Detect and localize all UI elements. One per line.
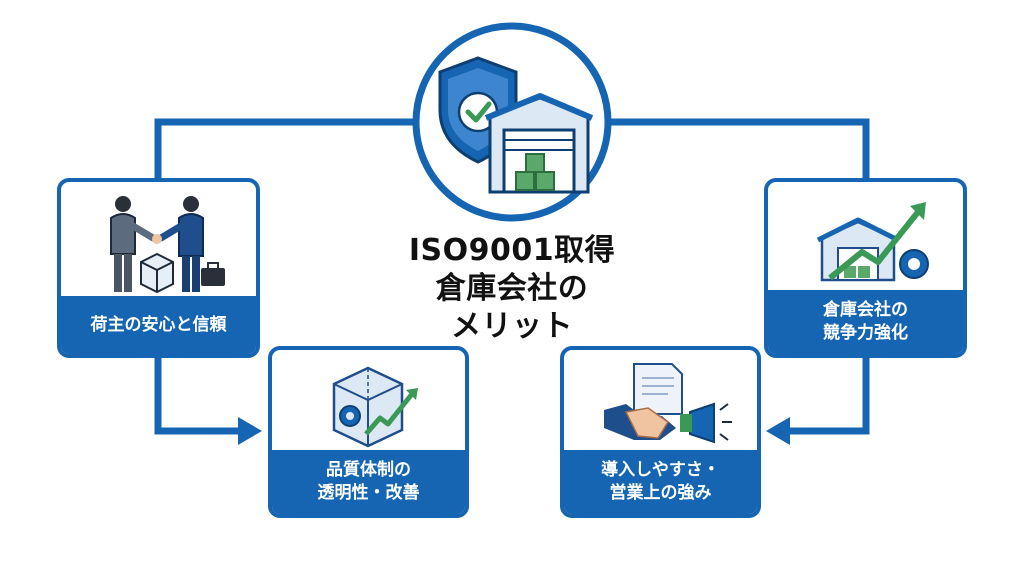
card-competitiveness: 倉庫会社の 競争力強化 bbox=[764, 178, 967, 358]
card-quality-system: 品質体制の 透明性・改善 bbox=[268, 346, 469, 518]
center-title-line2: 倉庫会社の bbox=[435, 271, 589, 306]
handshake-megaphone-icon bbox=[604, 363, 732, 444]
card-shipper-trust: 荷主の安心と信頼 bbox=[57, 178, 260, 358]
card-shipper-trust-line1: 荷主の安心と信頼 bbox=[90, 314, 227, 335]
card-competitiveness-line2: 競争力強化 bbox=[823, 323, 908, 343]
card-sales-strength: 導入しやすさ・ 営業上の強み bbox=[560, 346, 761, 518]
warehouse-icon bbox=[484, 93, 594, 194]
warehouse-growth-icon bbox=[816, 202, 929, 282]
card-competitiveness-line1: 倉庫会社の bbox=[823, 300, 908, 320]
connector-right-top bbox=[604, 118, 870, 180]
handshake-people-icon bbox=[110, 196, 225, 294]
center-title: ISO9001取得 倉庫会社の メリット bbox=[362, 232, 662, 346]
card-sales-strength-line2: 営業上の強み bbox=[609, 483, 712, 503]
card-quality-system-line2: 透明性・改善 bbox=[317, 483, 420, 503]
card-sales-strength-line1: 導入しやすさ・ bbox=[601, 460, 720, 480]
center-title-line1: ISO9001取得 bbox=[408, 233, 616, 268]
connector-left-down bbox=[154, 356, 240, 435]
arrow-head-left bbox=[238, 417, 262, 445]
arrow-head-right bbox=[766, 417, 790, 445]
card-competitiveness-label: 倉庫会社の 競争力強化 bbox=[768, 290, 963, 354]
connector-right-down bbox=[790, 356, 870, 435]
card-sales-strength-label: 導入しやすさ・ 営業上の強み bbox=[564, 450, 757, 514]
card-quality-system-label: 品質体制の 透明性・改善 bbox=[272, 450, 465, 514]
center-title-line3: メリット bbox=[451, 309, 573, 344]
connector-left-top bbox=[154, 118, 420, 180]
card-quality-system-line1: 品質体制の bbox=[326, 460, 411, 480]
cube-gear-growth-icon bbox=[332, 366, 418, 448]
card-shipper-trust-label: 荷主の安心と信頼 bbox=[61, 296, 256, 354]
